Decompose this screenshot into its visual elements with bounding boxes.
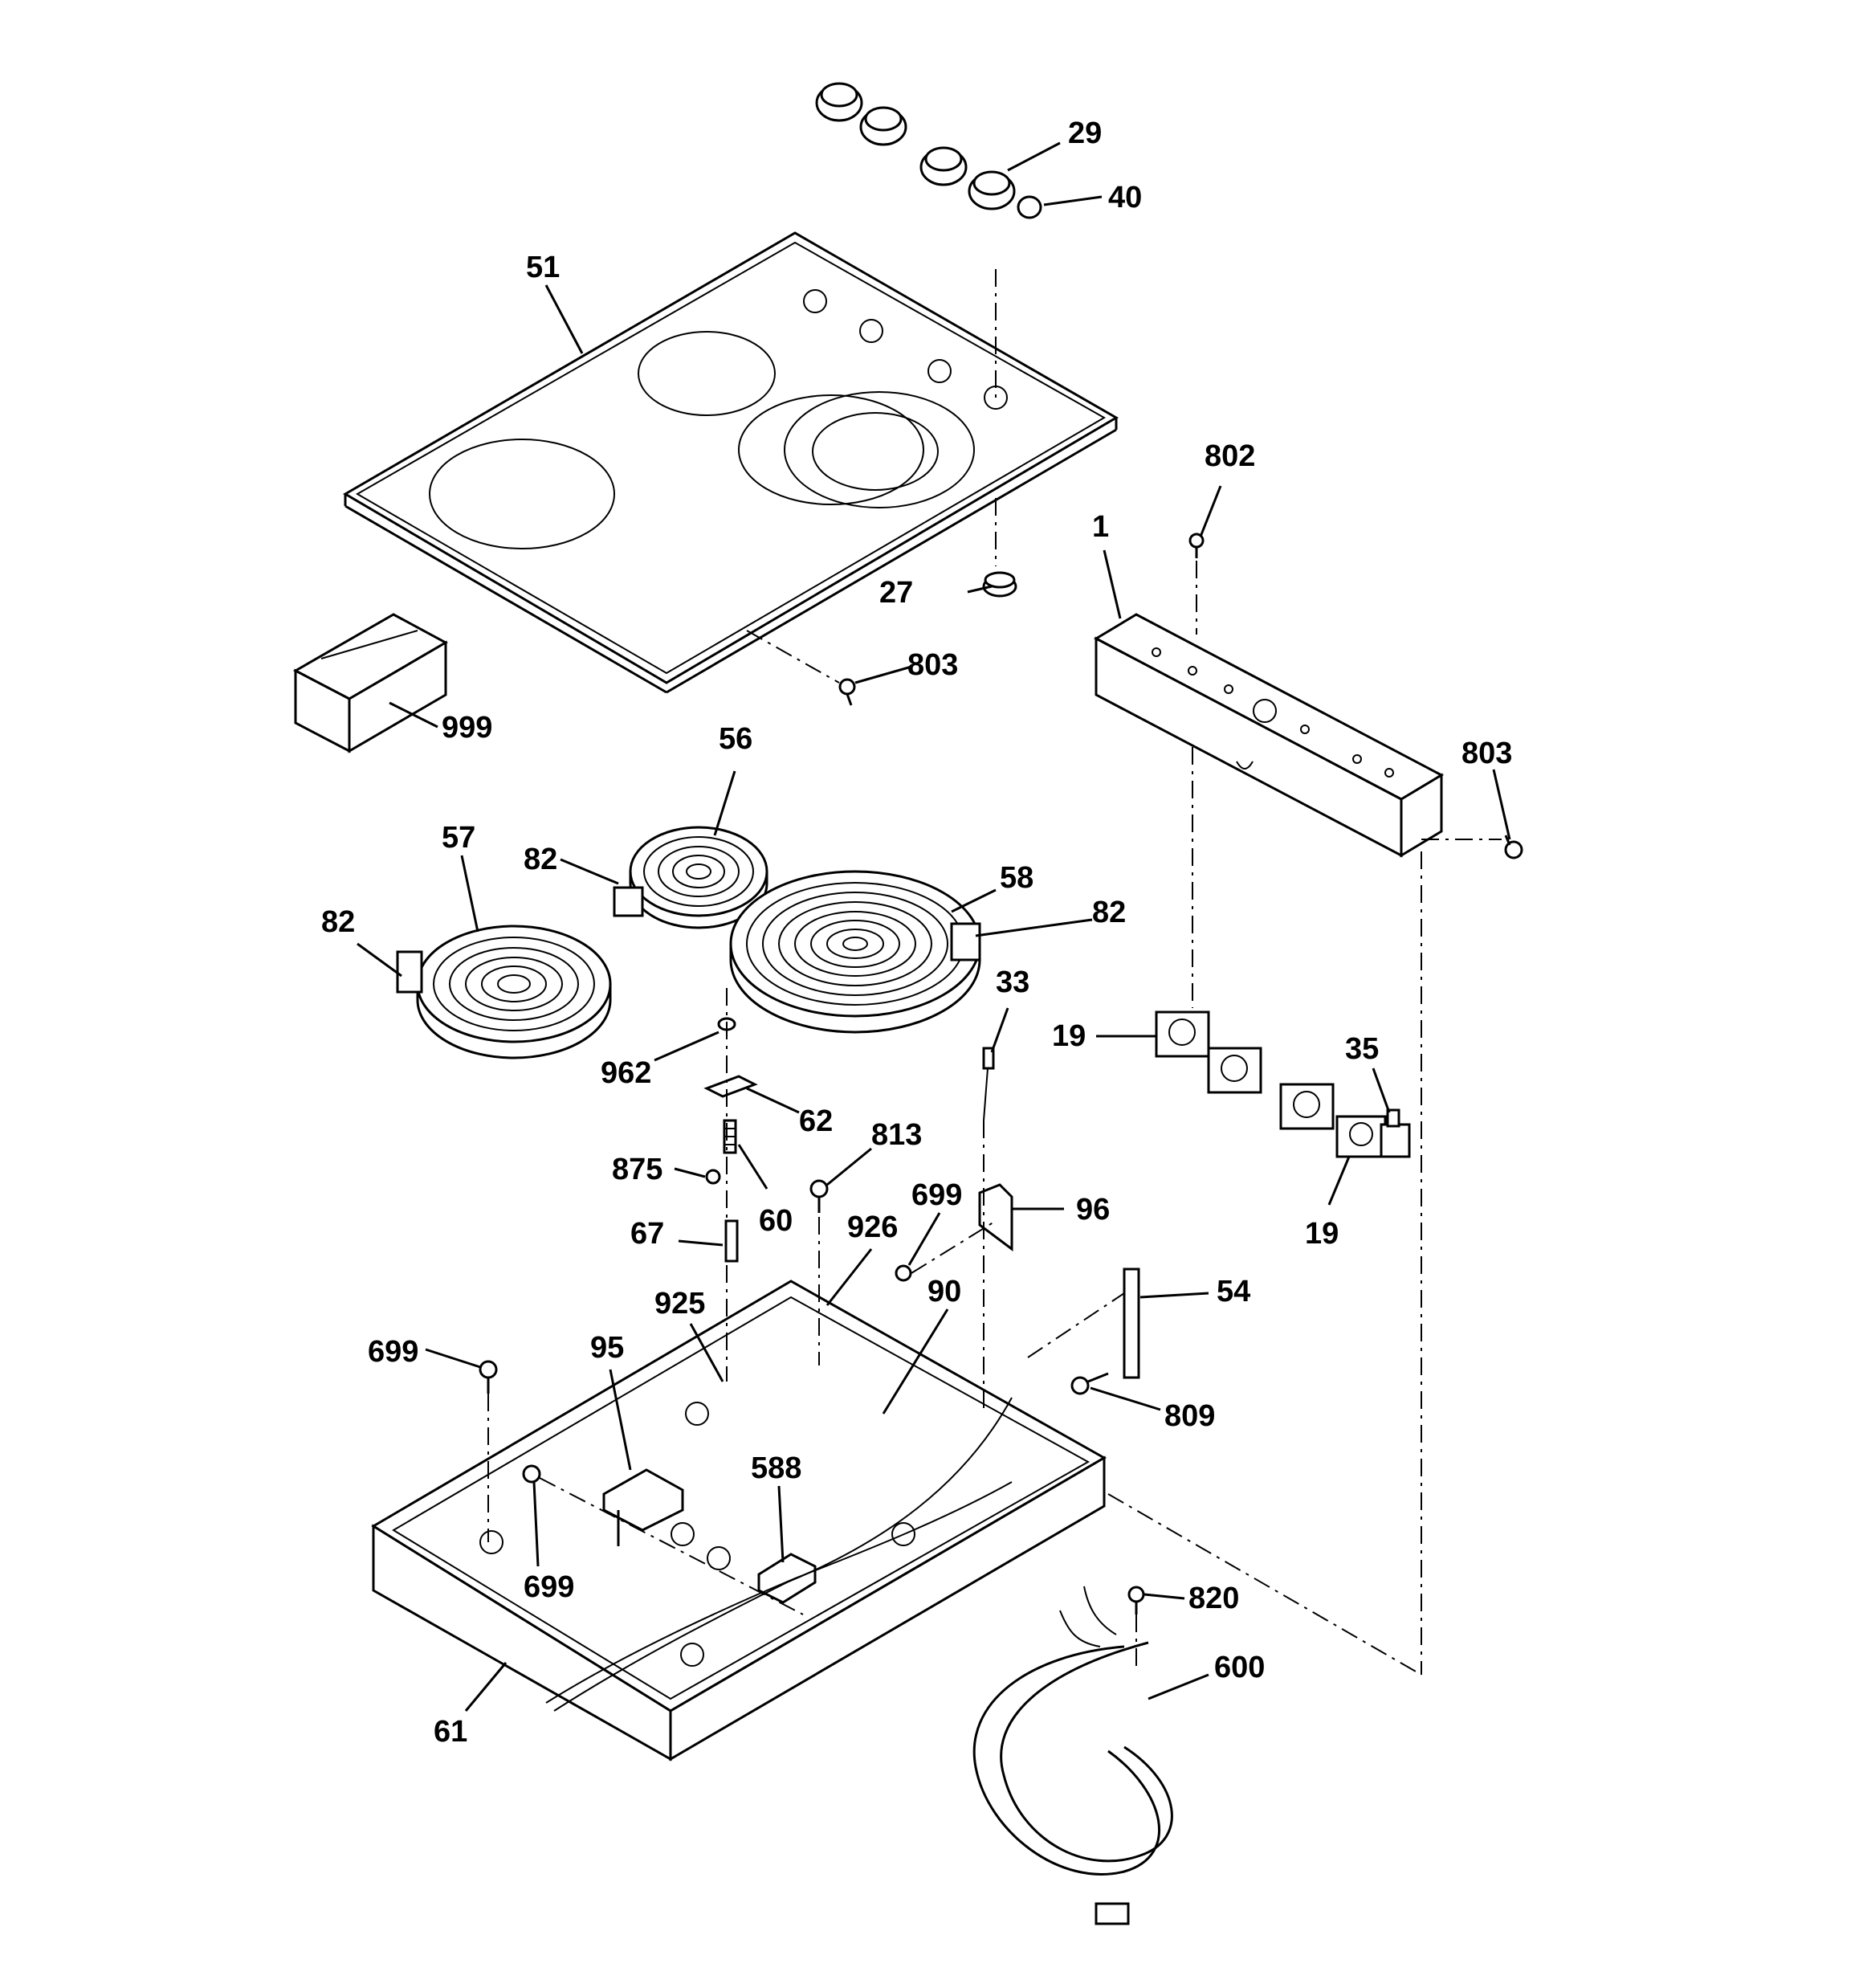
terminal-82-right — [950, 922, 981, 961]
callout-82-right: 82 — [1092, 896, 1126, 929]
callout-82-left: 82 — [321, 905, 355, 939]
grommet — [982, 571, 1017, 598]
callout-96: 96 — [1076, 1193, 1110, 1227]
callout-82-mid: 82 — [524, 843, 557, 876]
screw-802 — [1188, 533, 1205, 558]
callout-27: 27 — [879, 576, 913, 610]
callout-699-lower: 699 — [524, 1570, 574, 1604]
screw-820 — [1127, 1586, 1145, 1614]
literature-box — [292, 613, 449, 753]
control-knobs — [815, 82, 1016, 210]
terminal-82-mid — [613, 886, 644, 917]
screw-699-mid — [895, 1264, 912, 1282]
callout-58: 58 — [1000, 861, 1033, 895]
callout-802: 802 — [1205, 439, 1255, 473]
callout-813: 813 — [871, 1118, 922, 1152]
wire-harness — [545, 1397, 1013, 1712]
knob-cap — [1017, 195, 1042, 219]
callout-809: 809 — [1164, 1399, 1215, 1433]
callout-803-right: 803 — [1461, 737, 1512, 770]
callout-962: 962 — [601, 1056, 651, 1090]
callout-61: 61 — [434, 1715, 467, 1749]
callout-90: 90 — [927, 1275, 961, 1308]
callout-40: 40 — [1108, 181, 1142, 214]
bracket-96 — [978, 1183, 1013, 1251]
strap-54 — [1123, 1268, 1140, 1379]
bracket-95 — [602, 1468, 684, 1546]
callout-999: 999 — [442, 711, 492, 745]
callout-57: 57 — [442, 821, 475, 855]
callout-699-left: 699 — [368, 1335, 418, 1369]
screw-809 — [1070, 1372, 1109, 1395]
radiant-element-58 — [729, 870, 981, 1034]
callout-600: 600 — [1214, 1651, 1265, 1684]
bracket-62 — [703, 1075, 758, 1098]
callout-54: 54 — [1217, 1275, 1250, 1308]
screw-803-right — [1504, 835, 1523, 859]
callout-820: 820 — [1188, 1582, 1239, 1615]
callout-62: 62 — [799, 1104, 833, 1138]
callout-19-bottom: 19 — [1305, 1217, 1339, 1251]
cooktop-base-61 — [371, 1280, 1107, 1761]
screw-699-left — [479, 1360, 498, 1394]
infinite-switch-19b — [1207, 1047, 1262, 1094]
callout-926: 926 — [847, 1210, 898, 1244]
terminal-block-588 — [757, 1553, 817, 1604]
radiant-element-56 — [629, 826, 768, 929]
infinite-switch-19d — [1335, 1115, 1387, 1158]
callout-51: 51 — [526, 251, 560, 284]
infinite-switch-19a — [1155, 1010, 1210, 1058]
terminal-82-left — [396, 950, 423, 994]
radiant-element-57 — [416, 925, 612, 1059]
callout-labels: 29 40 51 802 1 27 803 803 999 56 57 82 5… — [321, 116, 1512, 1749]
screw-699-lower — [522, 1464, 541, 1484]
power-cord-600 — [972, 1586, 1173, 1925]
stud-67 — [724, 1219, 739, 1263]
control-panel-bracket — [1093, 613, 1445, 858]
callout-699-mid: 699 — [911, 1178, 962, 1212]
switch-35 — [1380, 1108, 1411, 1158]
glass-cooktop — [343, 231, 1119, 694]
screw-813 — [809, 1179, 829, 1213]
callout-925: 925 — [654, 1287, 705, 1321]
screw-803-top — [838, 678, 856, 706]
callout-60: 60 — [759, 1204, 793, 1238]
infinite-switch-19c — [1279, 1083, 1335, 1130]
assembly-lines — [487, 269, 1502, 1676]
callout-803-top: 803 — [907, 648, 958, 682]
callout-35: 35 — [1345, 1032, 1379, 1066]
callout-19-top: 19 — [1052, 1019, 1086, 1053]
callout-1: 1 — [1092, 510, 1109, 544]
callout-875: 875 — [612, 1153, 662, 1186]
callout-95: 95 — [590, 1331, 624, 1365]
leader-lines — [357, 141, 1511, 1712]
callout-29: 29 — [1068, 116, 1102, 150]
lamp-33 — [982, 1047, 995, 1121]
callout-56: 56 — [719, 722, 752, 756]
screw-875 — [705, 1169, 721, 1185]
callout-67: 67 — [630, 1217, 664, 1251]
callout-33: 33 — [996, 965, 1029, 999]
callout-588: 588 — [751, 1451, 801, 1485]
